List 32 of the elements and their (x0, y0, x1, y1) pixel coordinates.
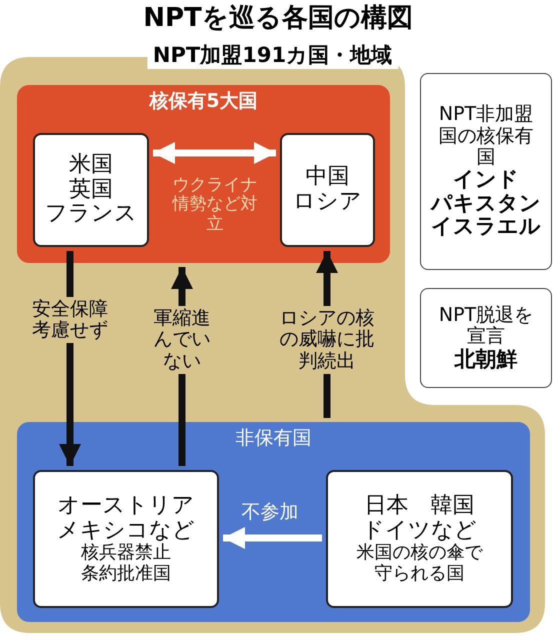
group-box (17, 85, 390, 263)
arrow (153, 142, 276, 164)
country-box (33, 133, 149, 247)
box-text: フランス (45, 202, 137, 227)
box-text: NPT脱退を宣言 (438, 304, 534, 348)
title: NPTを巡る各国の構図 (142, 2, 414, 34)
box-text: パキスタン (431, 192, 541, 216)
box-text: 日本 韓国 (364, 494, 474, 519)
country-box (326, 470, 513, 608)
country-box (280, 133, 375, 247)
box-text: ロシア (293, 190, 362, 215)
box-text: 中国 (306, 165, 350, 190)
box-text: 核兵器禁止条約批准国 (80, 543, 172, 584)
box-text: インド (453, 168, 519, 192)
group-heading: 非保有国 (234, 428, 312, 450)
box-text: 北朝鮮 (454, 348, 518, 372)
box-text: 英国 (69, 178, 113, 202)
region-heading: NPT加盟191カ国・地域 (146, 41, 398, 69)
info-box (420, 288, 552, 388)
box-text: 米国の核の傘で守られる国 (356, 543, 484, 584)
country-box (33, 470, 219, 608)
box-text: イスラエル (431, 215, 541, 239)
arrow (223, 527, 322, 549)
group-box (17, 422, 530, 622)
box-text: NPT非加盟国の核保有国 (438, 104, 534, 168)
box-text: メキシコなど (57, 518, 195, 543)
box-text: 米国 (69, 153, 113, 178)
group-heading: 核保有5大国 (148, 91, 259, 112)
info-box (420, 73, 552, 270)
edge-label: 不参加 (230, 473, 310, 553)
box-text: オーストリア (58, 494, 194, 519)
box-text: ドイツなど (362, 518, 477, 543)
